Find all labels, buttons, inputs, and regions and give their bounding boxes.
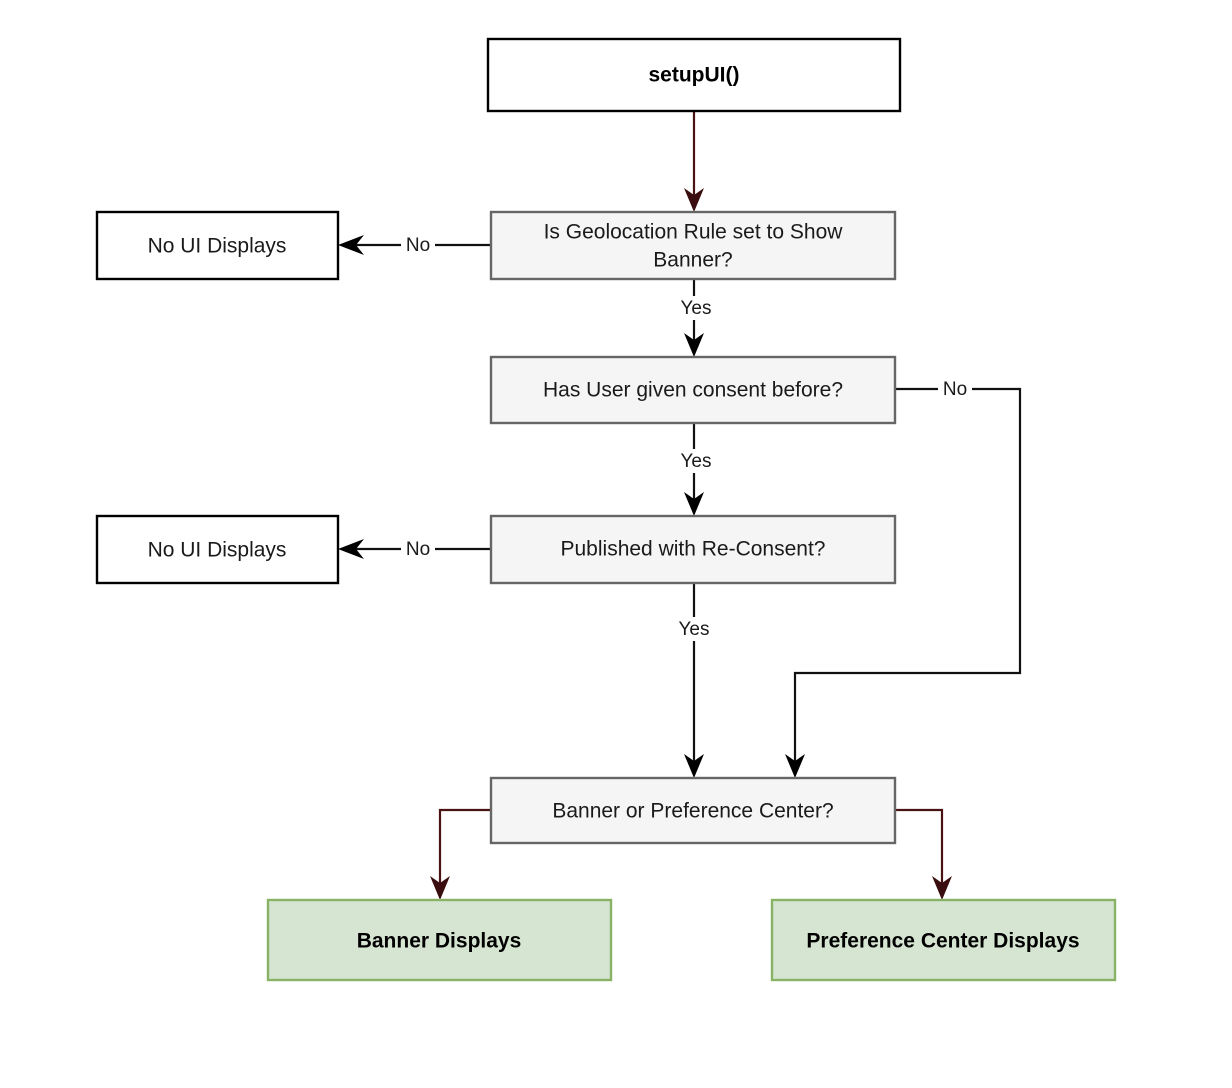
node-preference-center-displays[interactable]: Preference Center Displays xyxy=(770,898,1117,982)
edge-label-geolocation-no: No xyxy=(406,235,430,256)
node-label-no-ui-displays-top: No UI Displays xyxy=(148,235,287,258)
edge-label-consent-yes: Yes xyxy=(681,451,712,472)
node-label-banner-displays: Banner Displays xyxy=(357,930,522,953)
node-setup-ui[interactable]: setupUI() xyxy=(486,37,902,113)
node-label-no-ui-displays-mid: No UI Displays xyxy=(148,539,287,562)
edge-reconsent-yes: Yes xyxy=(674,583,714,778)
node-banner-displays[interactable]: Banner Displays xyxy=(266,898,613,982)
node-no-ui-displays-top[interactable]: No UI Displays xyxy=(95,210,340,281)
node-label-setup-ui: setupUI() xyxy=(649,64,740,87)
node-label-geolocation-rule-line1: Is Geolocation Rule set to Show xyxy=(544,221,844,244)
node-label-preference-center-displays: Preference Center Displays xyxy=(806,930,1079,953)
edge-geolocation-yes: Yes xyxy=(676,278,716,357)
node-label-geolocation-rule-line2: Banner? xyxy=(653,249,732,272)
edge-to-banner-displays xyxy=(430,808,491,900)
node-published-reconsent-decision[interactable]: Published with Re-Consent? xyxy=(489,514,897,585)
edge-geolocation-no: No xyxy=(338,233,491,257)
node-label-banner-or-preference-center: Banner or Preference Center? xyxy=(552,800,833,823)
node-banner-or-preference-center-decision[interactable]: Banner or Preference Center? xyxy=(489,776,897,845)
edge-consent-yes: Yes xyxy=(676,423,716,516)
node-geolocation-rule-decision[interactable]: Is Geolocation Rule set to Show Banner? xyxy=(489,210,897,281)
edge-label-reconsent-no: No xyxy=(406,539,430,560)
node-label-published-reconsent: Published with Re-Consent? xyxy=(561,538,826,561)
edge-to-preference-center-displays xyxy=(895,808,952,900)
node-label-has-user-consent: Has User given consent before? xyxy=(543,379,843,402)
edge-label-reconsent-yes: Yes xyxy=(679,619,710,640)
edge-setup-to-geolocation xyxy=(684,112,704,212)
edge-consent-no: No xyxy=(785,377,1022,778)
edge-label-geolocation-yes: Yes xyxy=(681,298,712,319)
node-has-user-consent-decision[interactable]: Has User given consent before? xyxy=(489,355,897,425)
edge-label-consent-no: No xyxy=(943,379,967,400)
edge-reconsent-no: No xyxy=(338,537,491,561)
node-no-ui-displays-mid[interactable]: No UI Displays xyxy=(95,514,340,585)
